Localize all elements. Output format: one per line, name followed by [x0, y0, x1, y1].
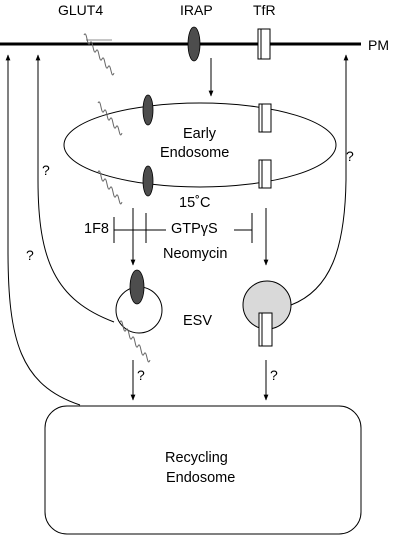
glut4-pm-icon — [83, 33, 115, 76]
neomycin-label: Neomycin — [163, 246, 227, 262]
question-mark-esv-right: ? — [270, 367, 278, 383]
tfr-endosome-top-icon — [258, 103, 272, 133]
tfr-label: TfR — [253, 2, 276, 18]
glut4-esv-icon — [119, 320, 151, 363]
1f8-label: 1F8 — [84, 221, 109, 237]
glut4-endosome-top-icon — [97, 101, 123, 136]
recycling-endosome-label-1: Recycling — [165, 450, 228, 466]
question-mark-esv-left: ? — [137, 367, 145, 383]
recycling-to-pm-path-left — [5, 54, 81, 406]
early-endosome-label-2: Endosome — [160, 145, 229, 161]
question-mark-right: ? — [346, 148, 354, 164]
tfr-esv-icon — [258, 312, 273, 347]
irap-esv-icon — [129, 269, 145, 305]
irap-pm-icon — [187, 26, 201, 62]
esv-label: ESV — [183, 313, 212, 329]
glut4-endosome-bottom-icon — [97, 170, 123, 205]
recycling-endosome-label-2: Endosome — [166, 470, 235, 486]
early-endosome-label-1: Early — [183, 126, 217, 142]
pm-label: PM — [368, 37, 389, 53]
tfr-endosome-bottom-icon — [258, 159, 272, 189]
tfr-esv-to-pm-path — [290, 54, 349, 306]
early-endosome — [63, 102, 337, 188]
recycling-endosome — [44, 405, 362, 535]
question-mark-recycling-left: ? — [26, 247, 34, 263]
question-mark-esv-to-pm: ? — [42, 162, 50, 178]
tfr-pm-icon — [257, 28, 271, 60]
esv-to-pm-path-left — [35, 54, 115, 323]
irap-endosome-top-icon — [142, 94, 154, 126]
temp-15c-label: 15˚C — [179, 195, 210, 211]
irap-endosome-bottom-icon — [142, 165, 154, 197]
glut4-label: GLUT4 — [58, 2, 103, 18]
irap-label: IRAP — [180, 2, 213, 18]
gtpgs-label: GTPγS — [171, 221, 218, 237]
